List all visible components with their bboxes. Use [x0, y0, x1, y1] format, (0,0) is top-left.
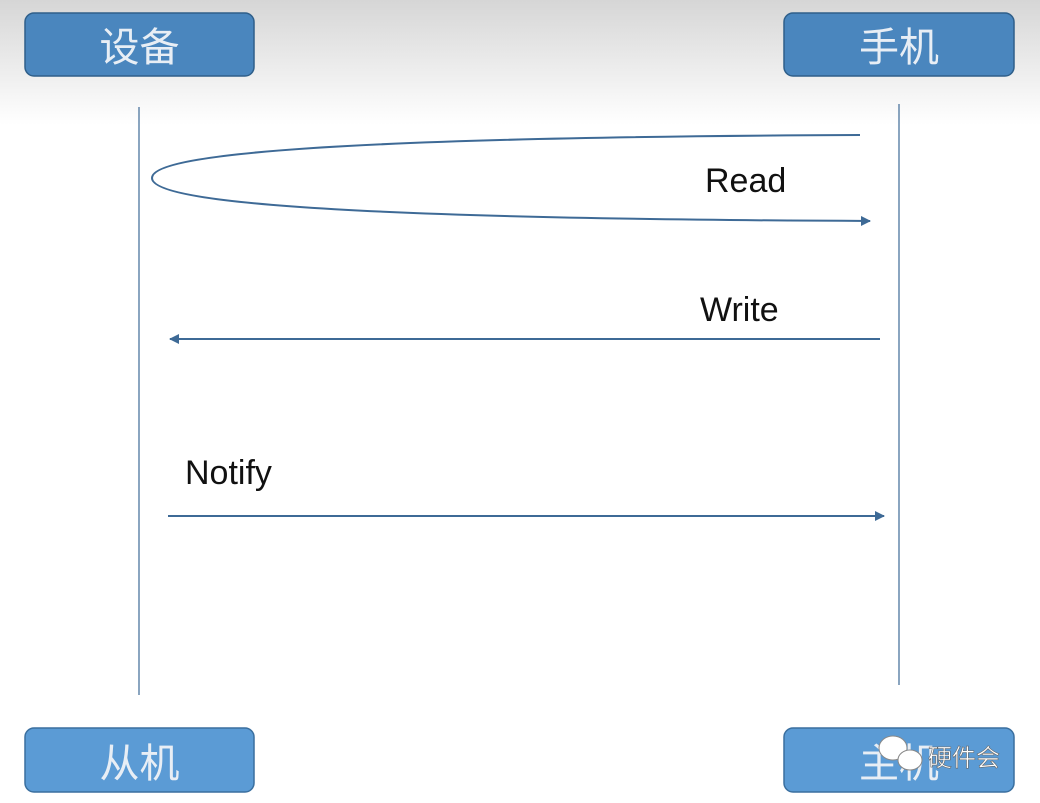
participant-top-left: 设备: [24, 12, 255, 77]
watermark-text: 硬件会: [928, 744, 1000, 772]
notify-label: Notify: [185, 454, 272, 492]
participant-label: 从机: [100, 741, 180, 787]
participant-label: 手机: [859, 25, 939, 71]
wechat-icon: [878, 735, 923, 771]
read-arrow: [150, 134, 871, 226]
participant-label: 设备: [100, 25, 180, 71]
participant-top-right: 手机: [783, 12, 1015, 77]
read-label: Read: [705, 162, 786, 200]
watermark: 硬件会: [878, 735, 1000, 772]
write-label: Write: [700, 291, 779, 329]
participant-bottom-left: 从机: [24, 727, 255, 793]
